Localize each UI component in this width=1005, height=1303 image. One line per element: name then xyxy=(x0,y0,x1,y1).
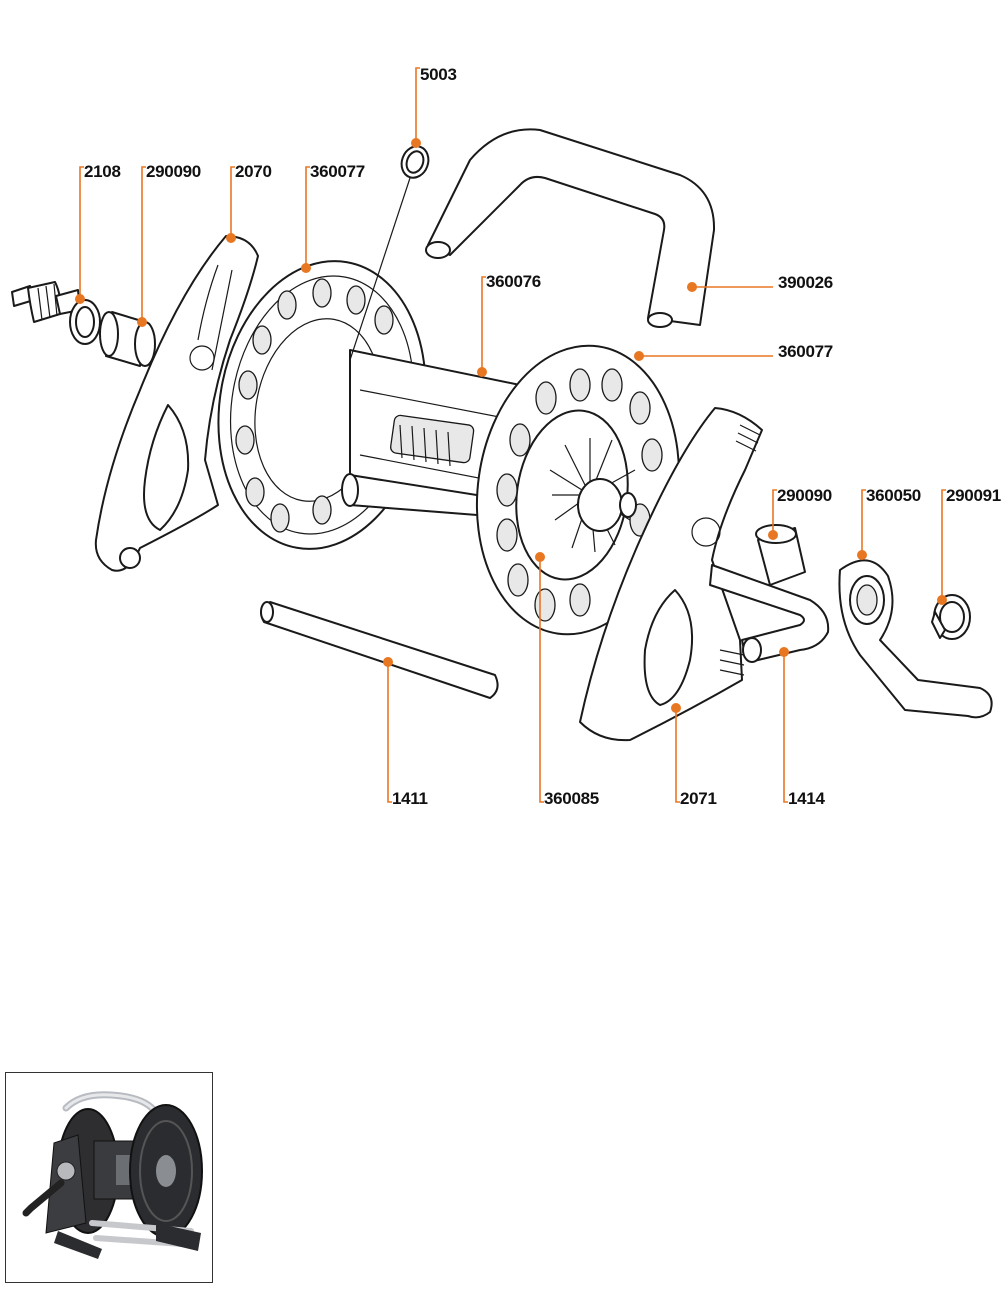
callout-1411: 1411 xyxy=(383,657,428,808)
part-number-label: 2070 xyxy=(235,162,272,181)
callout-360077-left: 360077 xyxy=(301,162,365,273)
crank-cap-part xyxy=(931,594,971,640)
callout-2071: 2071 xyxy=(671,703,717,808)
callout-leader-line xyxy=(230,166,235,238)
part-number-label: 1414 xyxy=(788,789,825,808)
callout-leader-line xyxy=(772,489,777,535)
part-number-label: 360077 xyxy=(310,162,365,181)
callout-290091: 290091 xyxy=(937,486,1001,605)
left-side-frame-part xyxy=(94,235,259,572)
callout-2108: 2108 xyxy=(75,162,121,304)
callout-leader-line xyxy=(481,276,486,372)
callout-dot xyxy=(768,530,778,540)
callout-360050: 360050 xyxy=(857,486,921,560)
callout-dot xyxy=(411,138,421,148)
part-number-label: 360050 xyxy=(866,486,921,505)
product-thumbnail xyxy=(5,1072,213,1283)
callout-leader-line xyxy=(783,652,788,803)
callout-dot xyxy=(226,233,236,243)
callout-360077-right: 360077 xyxy=(634,342,833,361)
callout-leader-line xyxy=(675,708,680,803)
part-number-label: 290091 xyxy=(946,486,1001,505)
callout-dot xyxy=(634,351,644,361)
callout-leader-line xyxy=(415,67,420,143)
callout-dot xyxy=(671,703,681,713)
callout-leader-line xyxy=(539,557,544,803)
callout-dot xyxy=(477,367,487,377)
callout-1414: 1414 xyxy=(779,647,826,808)
part-number-label: 1411 xyxy=(392,789,428,808)
callout-290090-left: 290090 xyxy=(137,162,201,327)
part-number-label: 360085 xyxy=(544,789,599,808)
callout-dot xyxy=(937,595,947,605)
gasket-part xyxy=(349,145,430,361)
callout-leader-line xyxy=(941,489,946,600)
callout-leader-line xyxy=(141,166,146,322)
bushing-right-part xyxy=(755,524,806,586)
callout-dot xyxy=(535,552,545,562)
carry-handle-part xyxy=(425,128,716,328)
bushing-left-part xyxy=(99,311,156,367)
part-number-label: 390026 xyxy=(778,273,833,292)
support-rod-part xyxy=(260,601,499,699)
base-bar-part xyxy=(709,564,830,663)
crank-handle-part xyxy=(838,559,993,719)
callout-2070: 2070 xyxy=(226,162,272,243)
callout-360085: 360085 xyxy=(535,552,599,808)
right-side-frame-part xyxy=(579,407,763,742)
callout-dot xyxy=(779,647,789,657)
callout-dot xyxy=(137,317,147,327)
callout-leader-line xyxy=(861,489,866,555)
callout-390026: 390026 xyxy=(687,273,833,292)
part-number-label: 2108 xyxy=(84,162,121,181)
o-ring-part xyxy=(69,299,101,345)
part-number-label: 290090 xyxy=(777,486,832,505)
callout-leader-line xyxy=(305,166,310,268)
part-number-label: 5003 xyxy=(420,65,457,84)
callout-dot xyxy=(687,282,697,292)
callout-dot xyxy=(75,294,85,304)
callout-layer: 5003 2108 290090 2070 360077 360076 390026 3600… xyxy=(75,65,1001,808)
callout-360076: 360076 xyxy=(477,272,541,377)
part-number-label: 360076 xyxy=(486,272,541,291)
callout-dot xyxy=(383,657,393,667)
callout-leader-line xyxy=(79,166,84,299)
callout-5003: 5003 xyxy=(411,65,457,148)
part-number-label: 360077 xyxy=(778,342,833,361)
right-drum-flange-part xyxy=(475,344,681,636)
callout-dot xyxy=(857,550,867,560)
hose-reel-product-icon xyxy=(22,1091,203,1259)
part-number-label: 290090 xyxy=(146,162,201,181)
callout-290090-right: 290090 xyxy=(768,486,832,540)
callout-dot xyxy=(301,263,311,273)
part-number-label: 2071 xyxy=(680,789,717,808)
callout-leader-line xyxy=(387,662,392,803)
